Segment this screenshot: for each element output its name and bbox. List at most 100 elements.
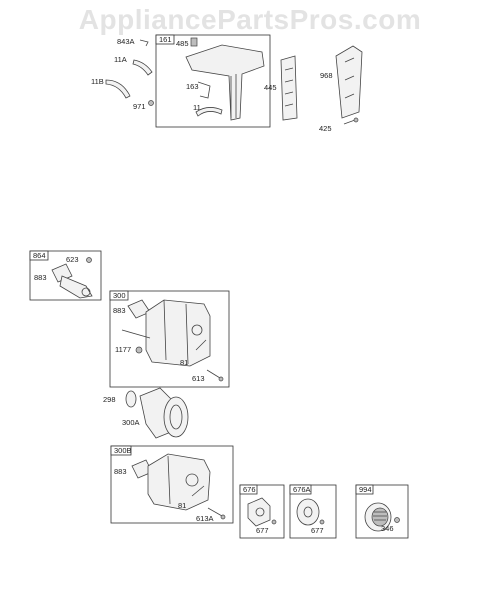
- top-parts-group: 161 485 163 11 843A 11A 11B 971 445 968: [91, 34, 363, 133]
- label-1177[interactable]: 1177: [115, 345, 131, 354]
- label-11B[interactable]: 11B: [91, 77, 104, 86]
- screw-425-head: [353, 117, 359, 123]
- deflector-676A[interactable]: [296, 498, 320, 526]
- label-623[interactable]: 623: [66, 255, 79, 264]
- hose-11B[interactable]: [105, 79, 131, 99]
- label-tab-300: [109, 290, 129, 301]
- bolt-613A[interactable]: [207, 507, 223, 517]
- label-883-a[interactable]: 883: [34, 273, 47, 282]
- group-box-994: [355, 484, 409, 539]
- bolt-613[interactable]: [206, 369, 221, 379]
- muffler-300B-seam: [167, 455, 171, 505]
- group-box-300: [109, 290, 230, 388]
- air-guide-ribs: [230, 74, 237, 118]
- group-box-676A: [289, 484, 337, 539]
- muffler-300-outlet: [191, 324, 203, 336]
- shield-445[interactable]: [280, 55, 298, 121]
- label-613A[interactable]: 613A: [196, 514, 214, 523]
- bolt-613-head: [218, 376, 224, 382]
- label-864[interactable]: 864: [33, 251, 46, 260]
- pipe-opening: [81, 287, 91, 297]
- muffler-300-seams: [163, 299, 189, 365]
- label-613[interactable]: 613: [192, 374, 205, 383]
- label-81-b[interactable]: 81: [178, 501, 186, 510]
- label-968[interactable]: 968: [320, 71, 333, 80]
- gasket-883-a[interactable]: [51, 263, 73, 283]
- group-box-864: [29, 250, 102, 301]
- group-864: 864 623 883: [29, 250, 102, 301]
- label-11A[interactable]: 11A: [114, 55, 127, 64]
- group-box-161: [155, 34, 271, 128]
- hose-11[interactable]: [195, 107, 223, 117]
- air-guide-part[interactable]: [185, 44, 265, 121]
- label-346[interactable]: 346: [381, 524, 394, 533]
- shield-968-ribs: [344, 57, 355, 99]
- group-300A: 298 300A: [103, 387, 189, 439]
- group-994: 994 346: [355, 484, 409, 539]
- part-485[interactable]: [190, 37, 198, 47]
- muffler-300A-grille: [169, 404, 183, 430]
- screw-677-b[interactable]: [319, 519, 325, 525]
- bolt-613A-head: [220, 514, 226, 520]
- bolt-81-b[interactable]: [191, 485, 205, 497]
- group-box-300B: [110, 445, 234, 524]
- bolt-81-a[interactable]: [195, 339, 207, 351]
- label-161[interactable]: 161: [159, 35, 172, 44]
- label-163[interactable]: 163: [186, 82, 199, 91]
- label-994[interactable]: 994: [359, 485, 372, 494]
- part-1177[interactable]: [135, 346, 143, 354]
- label-677-b[interactable]: 677: [311, 526, 324, 535]
- group-676A: 676A 677: [289, 484, 337, 539]
- label-11[interactable]: 11: [193, 103, 201, 112]
- exhaust-pipe-864[interactable]: [59, 275, 93, 299]
- deflector-676-hole: [255, 507, 265, 517]
- label-tab-994: [355, 484, 374, 495]
- group-300B: 300B 883 81 613A: [110, 445, 234, 524]
- hose-11A[interactable]: [132, 59, 153, 76]
- spark-arrester-screen: [371, 507, 389, 527]
- label-971[interactable]: 971: [133, 102, 146, 111]
- label-677-a[interactable]: 677: [256, 526, 269, 535]
- shield-968[interactable]: [335, 45, 363, 119]
- screw-346[interactable]: [394, 517, 400, 523]
- label-tab-676A: [289, 484, 312, 495]
- muffler-300B[interactable]: [147, 453, 211, 511]
- label-300A[interactable]: 300A: [122, 418, 140, 427]
- label-445[interactable]: 445: [264, 83, 277, 92]
- label-676[interactable]: 676: [243, 485, 256, 494]
- gasket-298[interactable]: [125, 390, 137, 408]
- label-300B[interactable]: 300B: [114, 446, 132, 455]
- label-676A[interactable]: 676A: [293, 485, 311, 494]
- label-tab-300B: [110, 445, 132, 456]
- label-298[interactable]: 298: [103, 395, 116, 404]
- label-485[interactable]: 485: [176, 39, 189, 48]
- muffler-300B-outlet: [185, 473, 199, 487]
- screen-mesh: [373, 511, 387, 521]
- deflector-676[interactable]: [247, 497, 271, 527]
- shield-445-fins: [284, 67, 294, 107]
- label-tab-161: [155, 34, 175, 45]
- label-883-b[interactable]: 883: [113, 306, 126, 315]
- group-box-676: [239, 484, 285, 539]
- label-tab-676: [239, 484, 258, 495]
- watermark: AppliancePartsPros.com: [78, 4, 422, 35]
- label-300[interactable]: 300: [113, 291, 126, 300]
- label-425[interactable]: 425: [319, 124, 332, 133]
- label-81-a[interactable]: 81: [180, 358, 188, 367]
- deflector-676A-hole: [303, 506, 313, 518]
- muffler-300[interactable]: [145, 299, 211, 367]
- group-676: 676 677: [239, 484, 285, 539]
- label-883-c[interactable]: 883: [114, 467, 127, 476]
- muffler-300-bracket: [121, 329, 151, 339]
- label-tab-864: [29, 250, 49, 261]
- part-163[interactable]: [197, 81, 211, 99]
- part-971[interactable]: [148, 100, 154, 106]
- screw-677-a[interactable]: [271, 519, 277, 525]
- label-843A[interactable]: 843A: [117, 37, 135, 46]
- part-623[interactable]: [86, 257, 92, 263]
- screw-425[interactable]: [343, 119, 356, 125]
- group-300: 300 883 1177 81 613: [109, 290, 230, 388]
- muffler-300A-face: [163, 396, 189, 438]
- part-843A[interactable]: [139, 39, 149, 47]
